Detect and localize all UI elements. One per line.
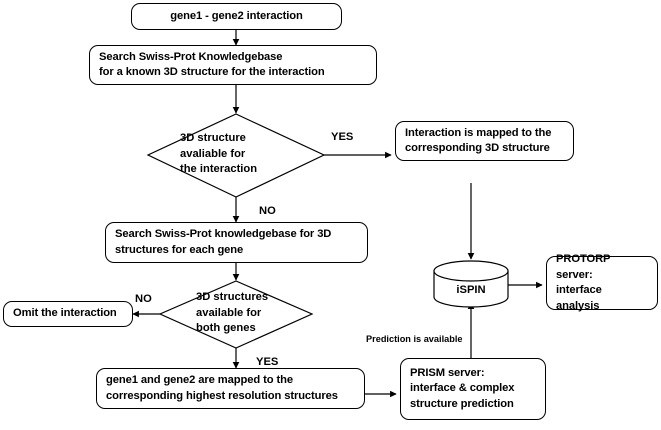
- node-start-label: gene1 - gene2 interaction: [170, 9, 303, 22]
- node-genes-mapped[interactable]: gene1 and gene2 are mapped to the corres…: [96, 368, 365, 409]
- node-protorp-server[interactable]: PROTORP server: interface analysis: [546, 253, 658, 312]
- node-omit-interaction-label: Omit the interaction: [13, 307, 117, 320]
- node-genes-mapped-label: gene1 and gene2 are mapped to the corres…: [106, 374, 338, 402]
- node-interaction-mapped[interactable]: Interaction is mapped to the correspondi…: [395, 121, 574, 161]
- node-prism-server[interactable]: PRISM server: interface & complex struct…: [400, 358, 546, 420]
- node-interaction-mapped-label: Interaction is mapped to the correspondi…: [405, 126, 552, 155]
- node-search-knowledgebase-genes[interactable]: Search Swiss-Prot knowledgebase for 3D s…: [105, 222, 368, 263]
- edge-label-no-interaction: NO: [259, 205, 276, 217]
- ispin-database-label: iSPIN: [456, 284, 486, 296]
- node-protorp-server-label: PROTORP server: interface analysis: [556, 253, 611, 312]
- edge-label-no-genes: NO: [135, 293, 152, 305]
- node-omit-interaction[interactable]: Omit the interaction: [3, 301, 133, 327]
- decision-structures-genes-label: 3D structures available for both genes: [196, 291, 269, 334]
- edge-label-yes-interaction: YES: [331, 131, 354, 143]
- node-prism-server-label: PRISM server: interface & complex struct…: [410, 366, 515, 410]
- edge-label-yes-genes: YES: [256, 356, 279, 368]
- edge-label-prediction-available: Prediction is available: [366, 334, 463, 344]
- node-search-knowledgebase-interaction-label: Search Swiss-Prot Knowledgebase for a kn…: [99, 50, 325, 79]
- node-start[interactable]: gene1 - gene2 interaction: [131, 3, 342, 30]
- node-search-knowledgebase-interaction[interactable]: Search Swiss-Prot Knowledgebase for a kn…: [89, 45, 377, 85]
- decision-structure-interaction-label: 3D structure avaliable for the interacti…: [180, 132, 258, 175]
- node-search-knowledgebase-genes-label: Search Swiss-Prot knowledgebase for 3D s…: [115, 228, 332, 256]
